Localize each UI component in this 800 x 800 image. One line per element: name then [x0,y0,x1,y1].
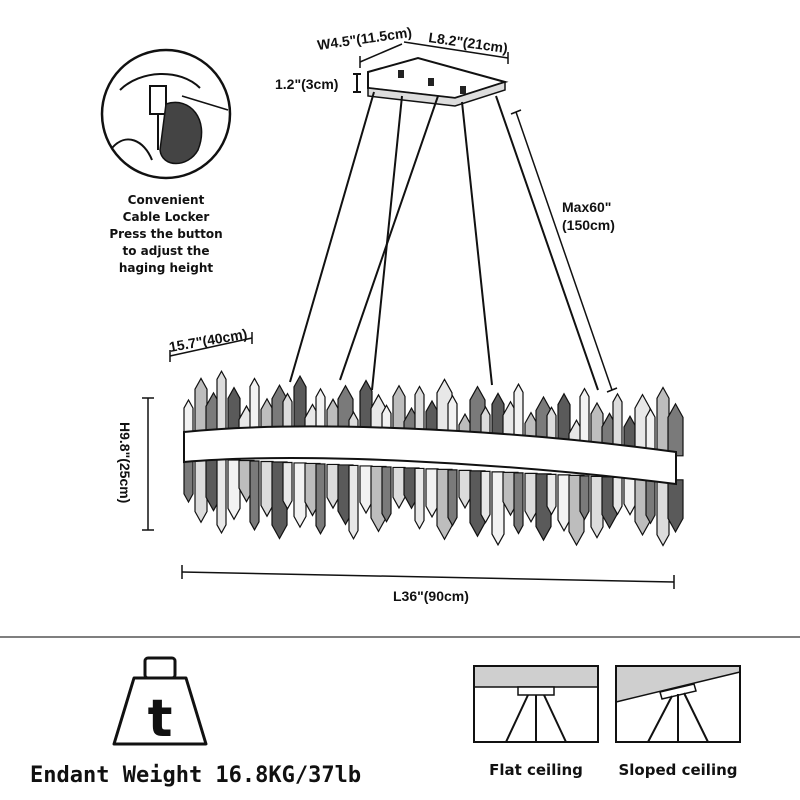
weight-section: t Endant Weight 16.8KG/37lb [30,656,361,788]
crystal-prism [579,475,590,521]
crystal-prism [524,472,538,524]
cable-locker-detail-icon [111,73,229,165]
sloped-ceiling-icon [615,665,741,743]
max-drop-label-1: Max60" [562,199,611,215]
cable-note-line-3: Press the button [109,227,222,241]
crystal-prism [612,476,623,516]
body-height-dimension: H9.8"(25cm) [117,397,154,531]
crystal-prism [425,468,439,519]
canopy-height-dimension: 1.2"(3cm) [275,73,361,93]
crystal-prism [183,457,194,504]
chandelier-ring [183,425,677,486]
sloped-ceiling-label: Sloped ceiling [618,761,737,779]
crystal-prism [194,377,208,438]
crystal-prism [348,464,359,540]
crystal-prism [326,463,340,510]
body-length-dimension: L36"(90cm) [181,565,675,604]
max-drop-label-2: (150cm) [562,217,615,233]
body-height-label: H9.8"(25cm) [117,422,133,503]
crystal-prism [590,475,604,539]
chandelier-body [183,369,684,547]
crystal-prism [227,459,241,521]
crystal-prism [194,457,208,524]
crystal-prism [315,463,326,536]
crystal-prism [667,479,684,534]
crystal-prism [414,467,425,530]
body-depth-label: 15.7"(40cm) [168,325,249,354]
crystal-prism [260,460,274,518]
crystal-prism [557,474,571,532]
weight-label: Endant Weight 16.8KG/37lb [30,763,361,788]
cable-note-line-1: Convenient [128,193,205,207]
crystal-prism [513,472,524,535]
flat-ceiling-label: Flat ceiling [489,761,583,779]
crystal-prism [645,478,656,525]
cable-note-line-5: haging height [119,261,214,275]
body-depth-dimension: 15.7"(40cm) [168,325,253,362]
canopy-height-label: 1.2"(3cm) [275,76,338,92]
weight-icon [112,656,208,746]
crystal-prism [623,477,637,516]
cable-note-line-2: Cable Locker [123,210,210,224]
canopy [367,56,509,107]
sloped-ceiling-section: Sloped ceiling [615,665,741,779]
crystal-prism [381,466,392,523]
cable-locker-detail: Convenient Cable Locker Press the button… [100,48,232,275]
canopy-width-label: W4.5"(11.5cm) [316,24,413,53]
crystal-prism [293,462,307,529]
crystal-prism [458,469,472,510]
canopy-width-dimension: W4.5"(11.5cm) [316,24,413,68]
crystal-prism [656,386,670,456]
crystal-prism [491,471,505,547]
crystal-prism [359,465,373,515]
crystal-prism [546,473,557,516]
cable-note-line-4: to adjust the [123,244,210,258]
crystal-prism [216,458,227,535]
crystal-prism [392,466,406,510]
crystal-prism [667,402,684,457]
weight-icon-letter: t [148,689,173,749]
crystal-prism [480,470,491,524]
body-length-label: L36"(90cm) [393,588,469,604]
crystal-prism [249,460,260,532]
flat-ceiling-icon [473,665,599,743]
crystal-prism [656,478,670,547]
max-drop-dimension: Max60" (150cm) [510,109,618,393]
crystal-prism [447,469,458,527]
crystal-prism [216,369,227,438]
suspension-cables [289,91,599,391]
flat-ceiling-section: Flat ceiling [473,665,599,779]
crystal-prism [282,461,293,511]
